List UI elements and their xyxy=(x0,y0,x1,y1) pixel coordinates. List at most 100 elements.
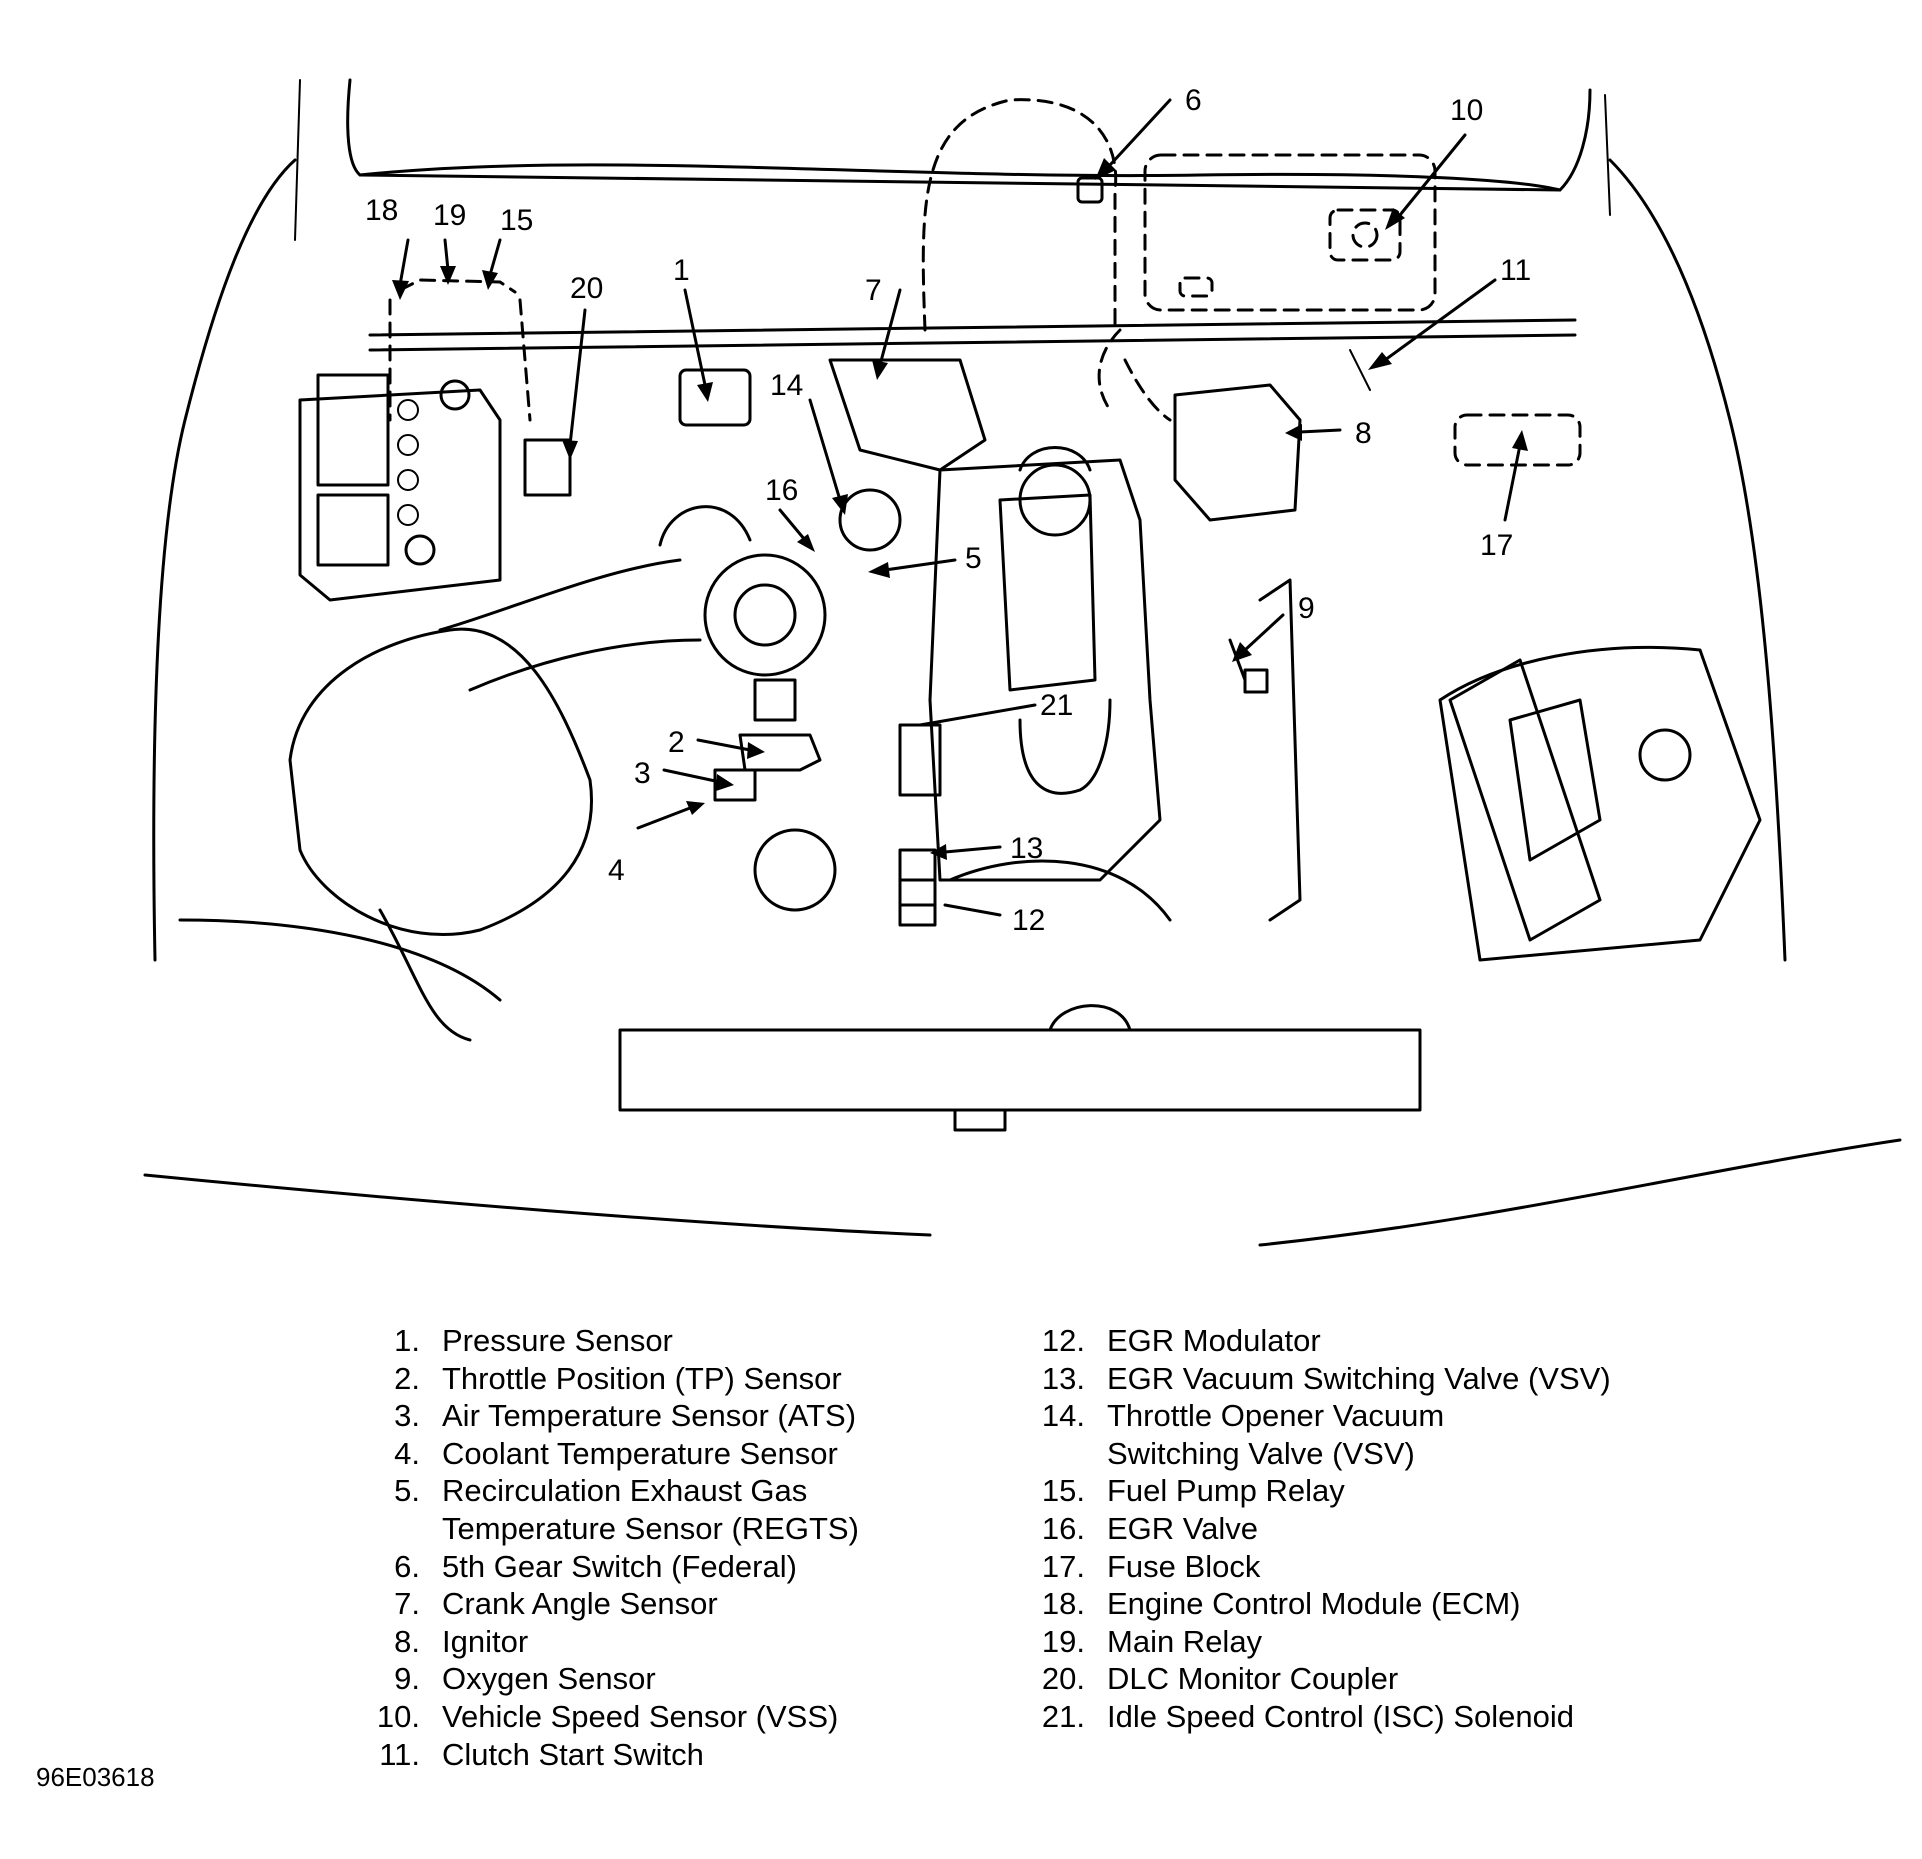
legend-label: Pressure Sensor xyxy=(442,1322,945,1360)
legend-label-line1: Throttle Position (TP) Sensor xyxy=(442,1360,842,1396)
components xyxy=(523,176,1762,962)
legend-label-line1: Idle Speed Control (ISC) Solenoid xyxy=(1107,1698,1574,1734)
legend-label: EGR Modulator xyxy=(1107,1322,1710,1360)
legend-label: Ignitor xyxy=(442,1623,945,1661)
legend-item: 4.Coolant Temperature Sensor xyxy=(345,1435,945,1473)
legend-label-line1: Clutch Start Switch xyxy=(442,1736,704,1772)
legend-number: 13. xyxy=(1041,1360,1085,1396)
legend-label-line1: Fuse Block xyxy=(1107,1548,1261,1584)
callout-11: 11 xyxy=(1500,254,1531,287)
callout-2: 2 xyxy=(668,726,685,759)
legend-item: 21.Idle Speed Control (ISC) Solenoid xyxy=(1010,1698,1710,1736)
legend-number: 10. xyxy=(376,1698,420,1734)
legend-item: 11. Clutch Start Switch xyxy=(345,1736,945,1774)
hood-outline xyxy=(294,78,1611,241)
legend-label: 5th Gear Switch (Federal) xyxy=(442,1548,945,1586)
callout-6: 6 xyxy=(1185,84,1202,117)
legend-item: 20. DLC Monitor Coupler xyxy=(1010,1660,1710,1698)
legend-item: 19. Main Relay xyxy=(1010,1623,1710,1661)
legend-label: EGR Vacuum Switching Valve (VSV) xyxy=(1107,1360,1710,1398)
legend-label-line1: EGR Valve xyxy=(1107,1510,1259,1546)
legend-number: 19. xyxy=(1041,1623,1085,1659)
callout-14: 14 xyxy=(770,369,803,402)
legend-label-line1: Recirculation Exhaust Gas xyxy=(442,1473,808,1509)
legend-label-line1: 5th Gear Switch (Federal) xyxy=(442,1548,797,1584)
callout-4: 4 xyxy=(608,854,625,887)
legend-item: 2.Throttle Position (TP) Sensor xyxy=(345,1360,945,1398)
legend-label-line1: Ignitor xyxy=(442,1623,529,1659)
legend-number: 18. xyxy=(1041,1586,1085,1622)
legend-label-line1: Vehicle Speed Sensor (VSS) xyxy=(442,1698,839,1734)
legend-number: 1. xyxy=(394,1323,420,1358)
callout-18: 18 xyxy=(365,194,398,227)
callout-9: 9 xyxy=(1298,592,1315,625)
legend-label-line1: Pressure Sensor xyxy=(442,1323,673,1358)
legend-label-line2: Temperature Sensor (REGTS) xyxy=(442,1510,859,1546)
legend-label: Fuel Pump Relay xyxy=(1107,1472,1710,1510)
legend-item: 12.EGR Modulator xyxy=(1010,1322,1710,1360)
legend-number: 17. xyxy=(1041,1548,1085,1584)
legend-item: 8. Ignitor xyxy=(345,1623,945,1661)
legend-number: 5. xyxy=(394,1473,420,1509)
legend-item: 3.Air Temperature Sensor (ATS) xyxy=(345,1397,945,1435)
legend-label: Air Temperature Sensor (ATS) xyxy=(442,1397,945,1435)
callout-21: 21 xyxy=(1040,689,1073,722)
legend-item: 7. Crank Angle Sensor xyxy=(345,1585,945,1623)
callout-20: 20 xyxy=(570,272,603,305)
legend-item: 17. Fuse Block xyxy=(1010,1548,1710,1586)
legend-item: 9. Oxygen Sensor xyxy=(345,1660,945,1698)
legend-item: 16. EGR Valve xyxy=(1010,1510,1710,1548)
legend-label-line1: Fuel Pump Relay xyxy=(1107,1473,1345,1509)
callout-15: 15 xyxy=(500,204,533,237)
legend-label: EGR Valve xyxy=(1107,1510,1710,1548)
engine-block xyxy=(928,446,1302,1032)
legend-item: 10. Vehicle Speed Sensor (VSS) xyxy=(345,1698,945,1736)
callout-leaders xyxy=(392,98,1528,917)
legend-label-line1: Air Temperature Sensor (ATS) xyxy=(442,1398,857,1434)
callout-10: 10 xyxy=(1450,94,1483,127)
legend-label: Throttle Position (TP) Sensor xyxy=(442,1360,945,1398)
engine-compartment-diagram: 18 19 15 20 1 7 14 16 5 6 10 11 8 17 9 2… xyxy=(143,78,1902,1247)
legend-label-line1: DLC Monitor Coupler xyxy=(1107,1661,1399,1697)
battery xyxy=(298,373,502,602)
callout-8: 8 xyxy=(1355,417,1372,450)
callout-13: 13 xyxy=(1010,832,1043,865)
callout-17: 17 xyxy=(1480,529,1513,562)
legend-label-line1: Crank Angle Sensor xyxy=(442,1586,718,1622)
legend-number: 8. xyxy=(394,1623,420,1659)
callout-5: 5 xyxy=(965,542,982,575)
legend-item: 15. Fuel Pump Relay xyxy=(1010,1472,1710,1510)
legend-label: Oxygen Sensor xyxy=(442,1660,945,1698)
legend-number: 15. xyxy=(1041,1473,1085,1509)
legend-label: Crank Angle Sensor xyxy=(442,1585,945,1623)
legend-item: 1. Pressure Sensor xyxy=(345,1322,945,1360)
legend-label: Engine Control Module (ECM) xyxy=(1107,1585,1710,1623)
hidden-components-dashed xyxy=(388,98,1582,467)
legend-label-line1: Engine Control Module (ECM) xyxy=(1107,1586,1521,1622)
legend-label: Coolant Temperature Sensor xyxy=(442,1435,945,1473)
figure-id: 96E03618 xyxy=(36,1762,155,1792)
legend-number: 20. xyxy=(1041,1661,1085,1697)
legend-number: 7. xyxy=(394,1586,420,1622)
legend-number: 16. xyxy=(1041,1510,1085,1546)
legend-label-line1: Throttle Opener Vacuum xyxy=(1107,1398,1445,1434)
legend-number: 11. xyxy=(379,1736,420,1772)
legend-label-line1: Oxygen Sensor xyxy=(442,1661,656,1697)
body-outline xyxy=(143,158,1902,1247)
callout-12: 12 xyxy=(1012,904,1045,937)
legend-number: 9. xyxy=(394,1661,420,1697)
legend-label-line1: Main Relay xyxy=(1107,1623,1263,1659)
callout-1: 1 xyxy=(673,254,690,287)
legend-number: 14. xyxy=(1041,1398,1085,1434)
air-intake xyxy=(178,558,702,1042)
callout-3: 3 xyxy=(634,757,651,790)
legend-label-line1: EGR Vacuum Switching Valve (VSV) xyxy=(1107,1360,1611,1396)
callout-7: 7 xyxy=(865,274,882,307)
legend-label: DLC Monitor Coupler xyxy=(1107,1660,1710,1698)
legend-label: Idle Speed Control (ISC) Solenoid xyxy=(1107,1698,1710,1736)
